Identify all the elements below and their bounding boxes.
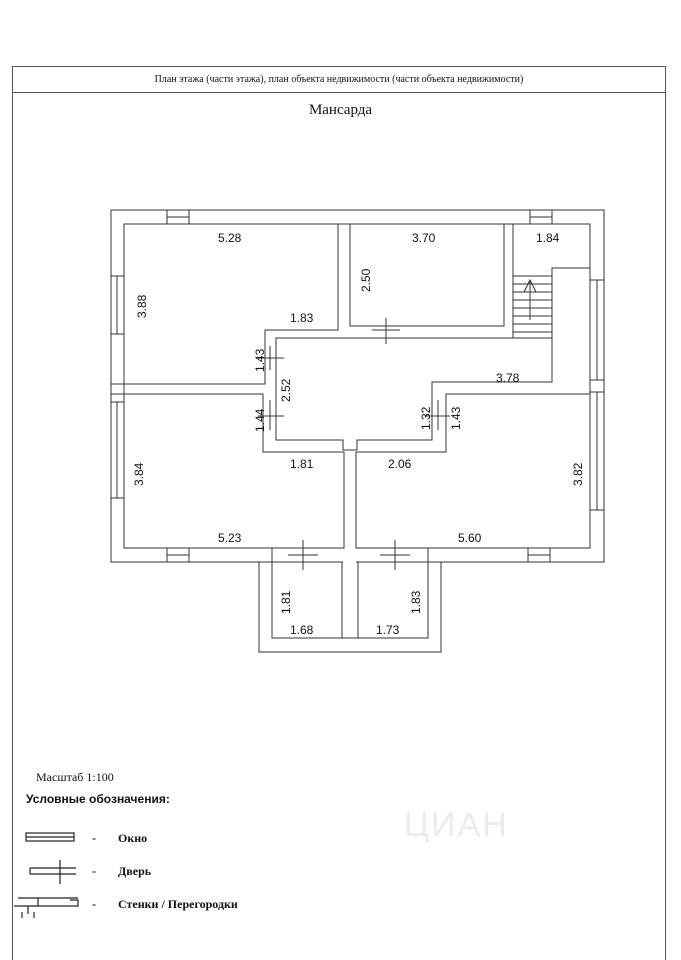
watermark: ЦИАН — [404, 806, 509, 844]
door-symbol-icon — [29, 860, 76, 884]
dim-label: 1.84 — [536, 231, 560, 245]
room-bottom-left — [123, 393, 345, 549]
dim-label: 5.23 — [218, 531, 242, 545]
dim-label: 1.73 — [376, 623, 400, 637]
dim-label: 2.52 — [279, 378, 293, 402]
legend-dash: - — [92, 897, 96, 911]
dim-label: 1.32 — [419, 406, 433, 430]
room-top-left — [124, 223, 339, 385]
dim-label: 1.43 — [449, 406, 463, 430]
dim-label: 3.88 — [135, 294, 149, 318]
dim-label: 1.68 — [290, 623, 314, 637]
dim-label: 1.81 — [279, 590, 293, 614]
dim-label: 3.70 — [412, 231, 436, 245]
dim-label: 2.06 — [388, 457, 412, 471]
legend-dash: - — [92, 864, 96, 878]
dim-label: 2.50 — [359, 268, 373, 292]
dim-label: 1.83 — [409, 590, 423, 614]
dim-label: 1.83 — [290, 311, 314, 325]
scale-label: Масштаб 1:100 — [36, 770, 114, 784]
stairs — [513, 275, 552, 333]
dim-label: 1.44 — [253, 408, 267, 432]
sheet-frame — [12, 66, 666, 960]
wall-symbol-icon — [14, 897, 79, 918]
sheet-header-title: План этажа (части этажа), план объекта н… — [154, 73, 524, 85]
corridor — [275, 337, 553, 451]
dim-label: 3.84 — [132, 462, 146, 486]
room-top-middle — [349, 223, 505, 327]
floor-title: Мансарда — [308, 102, 373, 118]
outer-wall-inner — [123, 223, 591, 639]
legend-window-label: Окно — [118, 831, 148, 845]
window-symbol-icon — [25, 832, 75, 842]
doors — [258, 318, 450, 570]
sheet-header: План этажа (части этажа), план объекта н… — [12, 66, 666, 93]
dim-label: 5.28 — [218, 231, 242, 245]
legend-wall-label: Стенки / Перегородки — [118, 897, 238, 911]
dim-label: 1.81 — [290, 457, 314, 471]
room-bottom-right — [355, 393, 591, 549]
legend-door-label: Дверь — [118, 864, 152, 878]
dim-label: 3.82 — [571, 462, 585, 486]
dimension-labels: 5.28 3.70 1.84 3.88 2.50 1.83 1.43 2.52 … — [132, 231, 585, 637]
dim-label: 5.60 — [458, 531, 482, 545]
dim-label: 3.78 — [496, 371, 520, 385]
legend-title: Условные обозначения: — [26, 792, 170, 806]
legend-dash: - — [92, 831, 96, 845]
windows — [110, 209, 605, 563]
dim-label: 1.43 — [253, 348, 267, 372]
